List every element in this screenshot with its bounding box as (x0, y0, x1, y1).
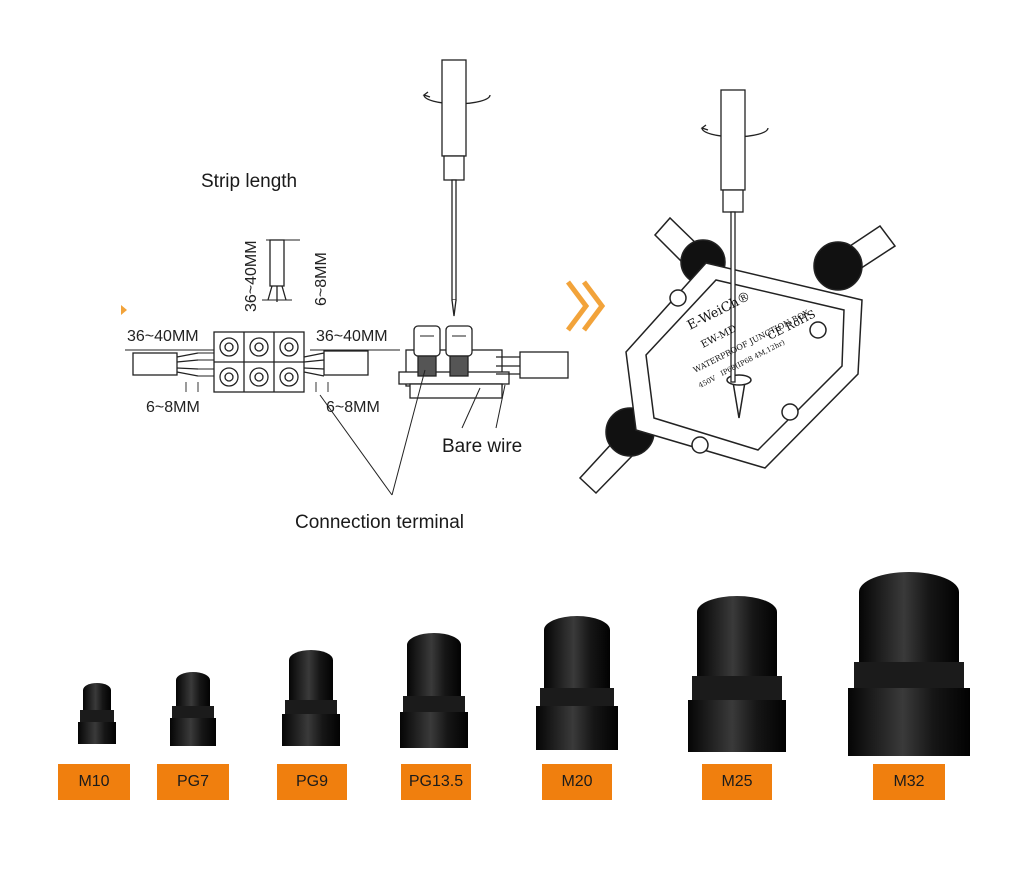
cable-gland-m32 (848, 572, 970, 756)
strip-length-label: Strip length (201, 171, 298, 192)
connection-terminal-label: Connection terminal (295, 512, 464, 533)
screwdriver-center (422, 59, 491, 317)
dim-36-40-vertical: 36~40MM (243, 240, 260, 312)
size-tag-pg7: PG7 (157, 764, 229, 800)
size-tag-pg9: PG9 (277, 764, 347, 800)
size-tag-m20: M20 (542, 764, 612, 800)
size-tag-m10: M10 (58, 764, 130, 800)
cable-gland-m25 (688, 596, 786, 752)
dim-36-40-right: 36~40MM (316, 328, 388, 345)
cable-gland-pg13-5 (400, 633, 468, 748)
junction-box (578, 216, 897, 495)
cable-gland-pg7 (170, 672, 216, 746)
bare-wire-label: Bare wire (442, 436, 523, 457)
direction-arrow-icon (566, 280, 606, 332)
cable-gland-m20 (536, 616, 618, 750)
size-tag-pg13-5: PG13.5 (401, 764, 471, 800)
screwdriver-right (700, 89, 769, 383)
dim-6-8-left: 6~8MM (146, 399, 200, 416)
cable-gland-m10 (78, 683, 116, 744)
dim-6-8-right: 6~8MM (326, 399, 380, 416)
marker-arrow-small (121, 305, 127, 315)
size-tag-m32: M32 (873, 764, 945, 800)
terminal-block-top-view (125, 239, 400, 393)
dim-36-40-left: 36~40MM (127, 328, 199, 345)
dim-6-8-vertical: 6~8MM (313, 252, 330, 306)
size-tag-m25: M25 (702, 764, 772, 800)
cable-gland-pg9 (282, 650, 340, 746)
terminal-cross-section (398, 325, 569, 399)
leader-lines (319, 369, 506, 496)
